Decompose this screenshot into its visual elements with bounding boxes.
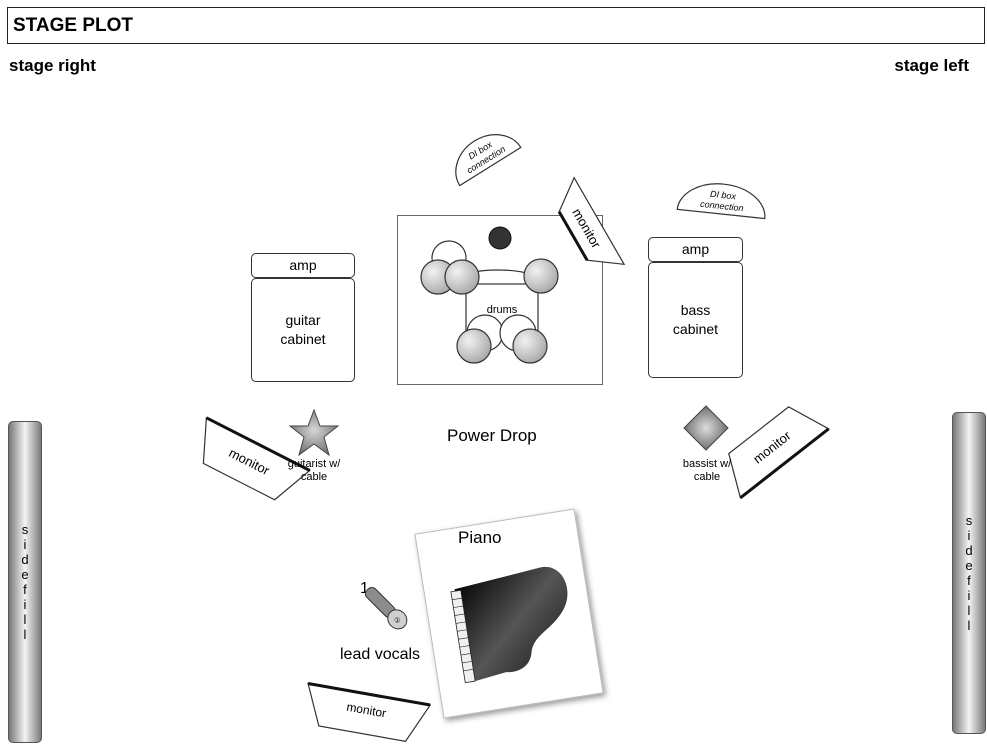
drum-shell-5 [512,328,548,364]
lead-vocals-label: lead vocals [340,646,421,663]
di-box-2-label-a: DI box [710,189,737,202]
vocal-number: 1 [360,580,369,597]
power-drop-label: Power Drop [447,426,537,445]
svg-text:①: ① [394,616,400,624]
amp-left-label: amp [289,257,317,273]
bass-cabinet[interactable]: bass cabinet [648,262,743,378]
sidefill-right-label: s i d e f i l l [965,513,973,633]
guitar-cabinet-label: guitar cabinet [280,312,326,347]
page-title: STAGE PLOT [13,15,133,36]
drum-riser[interactable]: drums [397,215,603,385]
sidefill-right[interactable]: s i d e f i l l [952,412,986,734]
bassist-label: bassist w/ cable [682,458,732,483]
amp-right-label: amp [681,241,710,257]
sidefill-left[interactable]: s i d e f i l l [8,421,42,743]
guitarist-label: guitarist w/ cable [287,458,341,483]
diamond-icon[interactable] [682,404,730,452]
drum-shell-2 [444,259,480,295]
dark-drum [488,226,512,250]
drum-shell-3 [523,258,559,294]
piano-label: Piano [458,528,502,547]
monitor-bottom-label: monitor [345,700,387,721]
microphone-icon[interactable]: ① [358,580,414,636]
drums-label: drums [487,304,518,316]
title-bar: STAGE PLOT [7,7,985,44]
monitor-right[interactable]: monitor [712,384,830,509]
di-box-2[interactable]: DI box connection [674,178,770,220]
stage-right-label: stage right [9,56,96,75]
piano-card[interactable] [414,508,604,719]
drum-kit-svg: drums [420,226,559,364]
stage-left-label: stage left [894,56,969,75]
sidefill-left-label: s i d e f i l l [21,522,29,642]
star-icon[interactable] [288,408,340,458]
bass-cabinet-label: bass cabinet [672,302,719,337]
di-box-2-label-b: connection [700,199,744,213]
amp-left[interactable]: amp [251,253,355,278]
guitar-cabinet[interactable]: guitar cabinet [251,278,355,382]
amp-right[interactable]: amp [648,237,743,262]
monitor-left[interactable]: monitor [184,404,314,519]
di-box-1[interactable]: DI box connection [440,118,530,193]
monitor-bottom[interactable]: monitor [296,680,436,748]
grand-piano-icon [450,566,568,684]
drum-shell-4 [456,328,492,364]
monitor-top[interactable]: monitor [530,170,640,290]
